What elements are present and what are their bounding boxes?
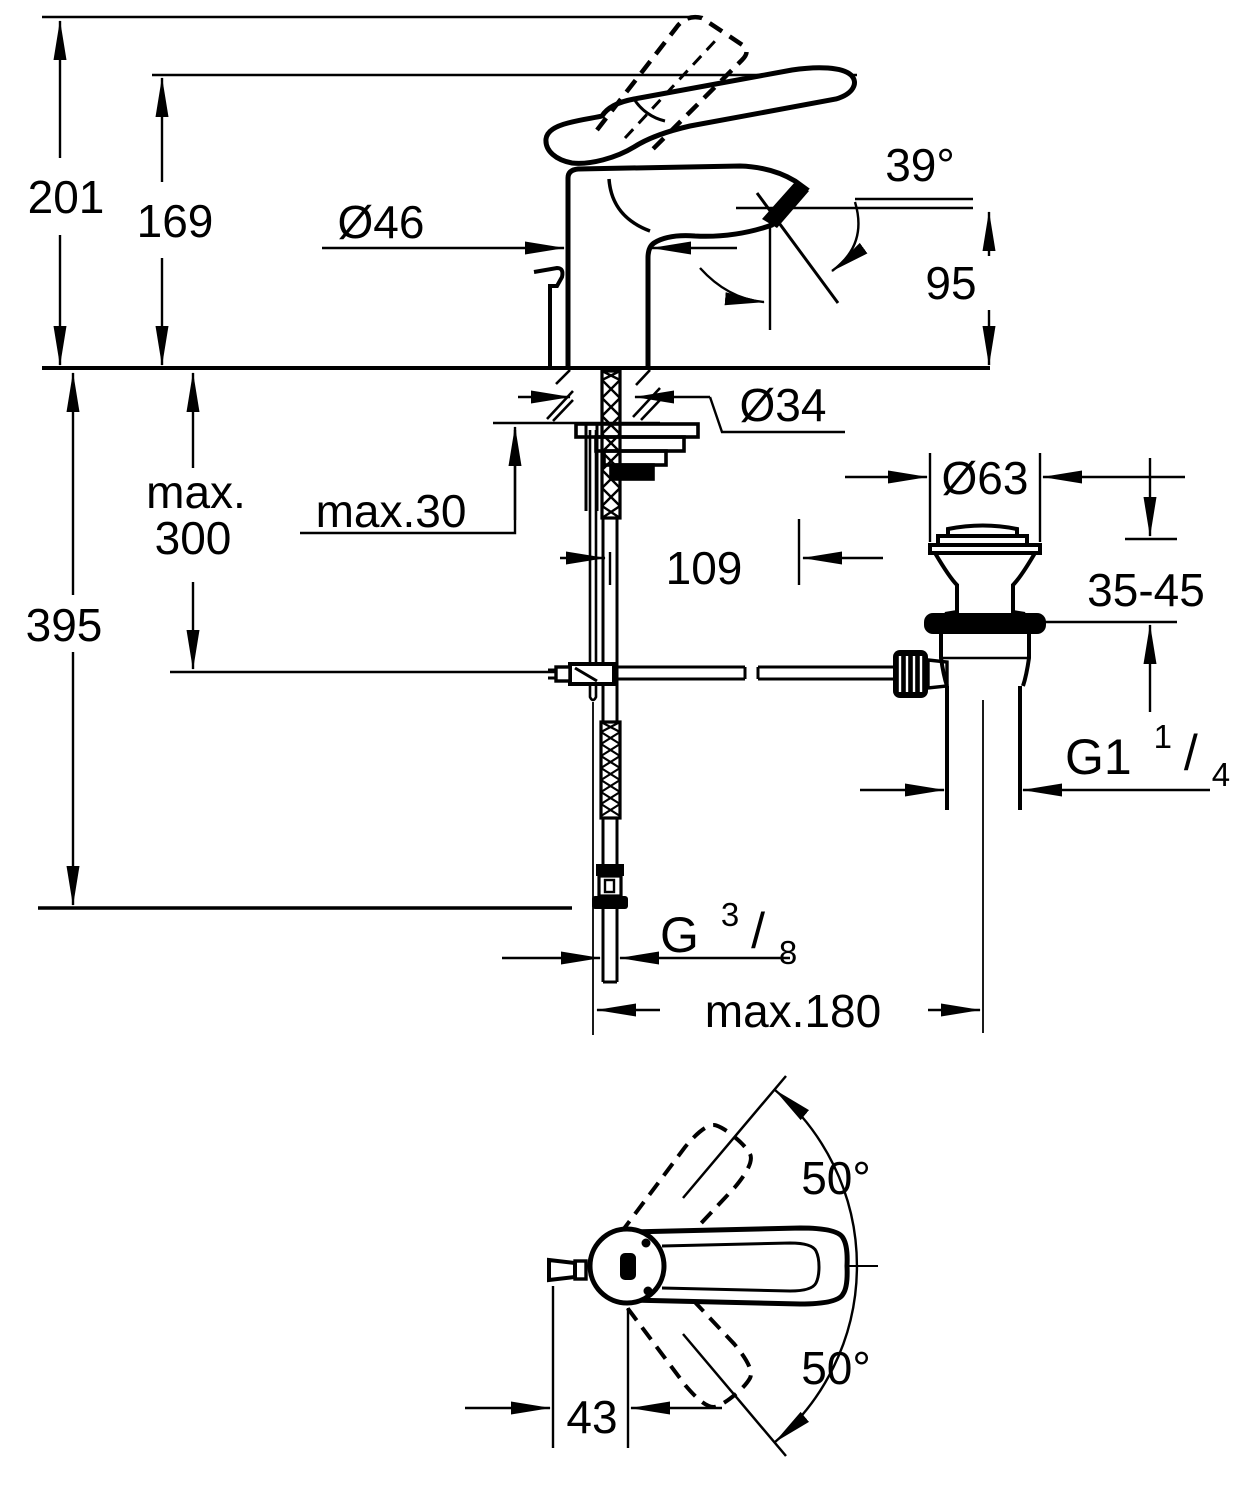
valve-gasket <box>924 613 1046 634</box>
popup-knob-topview <box>547 1257 577 1283</box>
reference-lines <box>38 15 1177 1457</box>
valve-neck <box>933 551 1037 616</box>
below-deck-assembly <box>546 369 893 984</box>
valve-knob-knurling <box>898 656 923 692</box>
pop-up-rod-upper <box>533 265 565 366</box>
lever-handle-raised-dashed <box>595 14 749 154</box>
valve-body <box>939 634 1031 687</box>
label-201: 201 <box>28 171 105 223</box>
label-max300-1: max. <box>146 466 246 518</box>
label-dia46: Ø46 <box>338 196 425 248</box>
threaded-shank <box>600 369 622 520</box>
pop-up-waste-valve <box>893 523 1046 810</box>
label-max300-2: 300 <box>155 512 232 564</box>
handle-center-marker <box>620 1253 636 1280</box>
handle-dashed-down <box>618 1264 753 1409</box>
aerator-face <box>762 182 809 228</box>
arc-50-50 <box>774 1089 859 1443</box>
label-95: 95 <box>925 257 976 309</box>
label-g38-den: 8 <box>779 934 797 971</box>
label-g38-base: G <box>660 907 699 963</box>
label-3545: 35-45 <box>1087 564 1205 616</box>
label-g38-num: 3 <box>721 896 739 933</box>
dimension-lines <box>53 20 1210 1443</box>
faucet-body-outline <box>565 163 810 368</box>
valve-knob <box>893 650 928 698</box>
label-50deg-bottom: 50° <box>801 1342 871 1394</box>
rod-clamp <box>554 665 572 683</box>
arc-flow-arrow <box>699 267 765 306</box>
handle-dot-bottom <box>643 1286 653 1296</box>
plug-cap <box>946 523 1019 538</box>
mounting-bracket-steps <box>574 422 700 481</box>
label-169: 169 <box>137 195 214 247</box>
label-109: 109 <box>666 542 743 594</box>
handle-dashed-up <box>618 1123 753 1268</box>
label-g114-den: 4 <box>1212 756 1230 793</box>
label-g114-num: 1 <box>1154 718 1172 755</box>
label-dia63: Ø63 <box>942 452 1029 504</box>
lever-handle-solid <box>543 65 857 166</box>
arc-39-arrow <box>831 201 868 272</box>
label-g38: G 3 / 8 <box>660 881 797 971</box>
hose-nut-top <box>596 864 624 876</box>
handle-lever-inner-line <box>661 1241 821 1293</box>
handle-dot-top <box>641 1238 651 1248</box>
valve-flange <box>928 543 1042 555</box>
dimension-texts: 201 169 Ø46 39° 95 Ø34 max.30 max. 300 3… <box>26 139 1230 1443</box>
flexible-supply-hose <box>592 518 628 984</box>
label-max180: max.180 <box>705 985 881 1037</box>
label-50deg-top: 50° <box>801 1152 871 1204</box>
pop-up-rod-lower <box>584 424 599 702</box>
label-g38-slash: / <box>751 903 765 959</box>
label-395: 395 <box>26 599 103 651</box>
label-g114: G1 1 / 4 <box>1065 703 1230 793</box>
body-spout-inner-curve <box>607 178 651 233</box>
popup-knob-collar <box>573 1259 588 1281</box>
handle-top-view <box>547 1123 850 1409</box>
label-g114-base: G1 <box>1065 729 1132 785</box>
leader-34 <box>708 396 845 434</box>
pop-up-rod-linkage <box>548 662 893 686</box>
label-g114-slash: / <box>1184 725 1198 781</box>
lever-handle-inner-line <box>632 98 666 123</box>
label-max30: max.30 <box>316 485 467 537</box>
label-dia34: Ø34 <box>740 379 827 431</box>
label-43: 43 <box>566 1391 617 1443</box>
lever-handle-raised-inner-dashed <box>623 38 718 140</box>
deck-hatching <box>546 369 661 422</box>
hose-nut-ring <box>592 896 628 909</box>
rod-coupling <box>568 662 616 686</box>
faucet-side-view <box>533 14 857 368</box>
label-39deg: 39° <box>885 139 955 191</box>
